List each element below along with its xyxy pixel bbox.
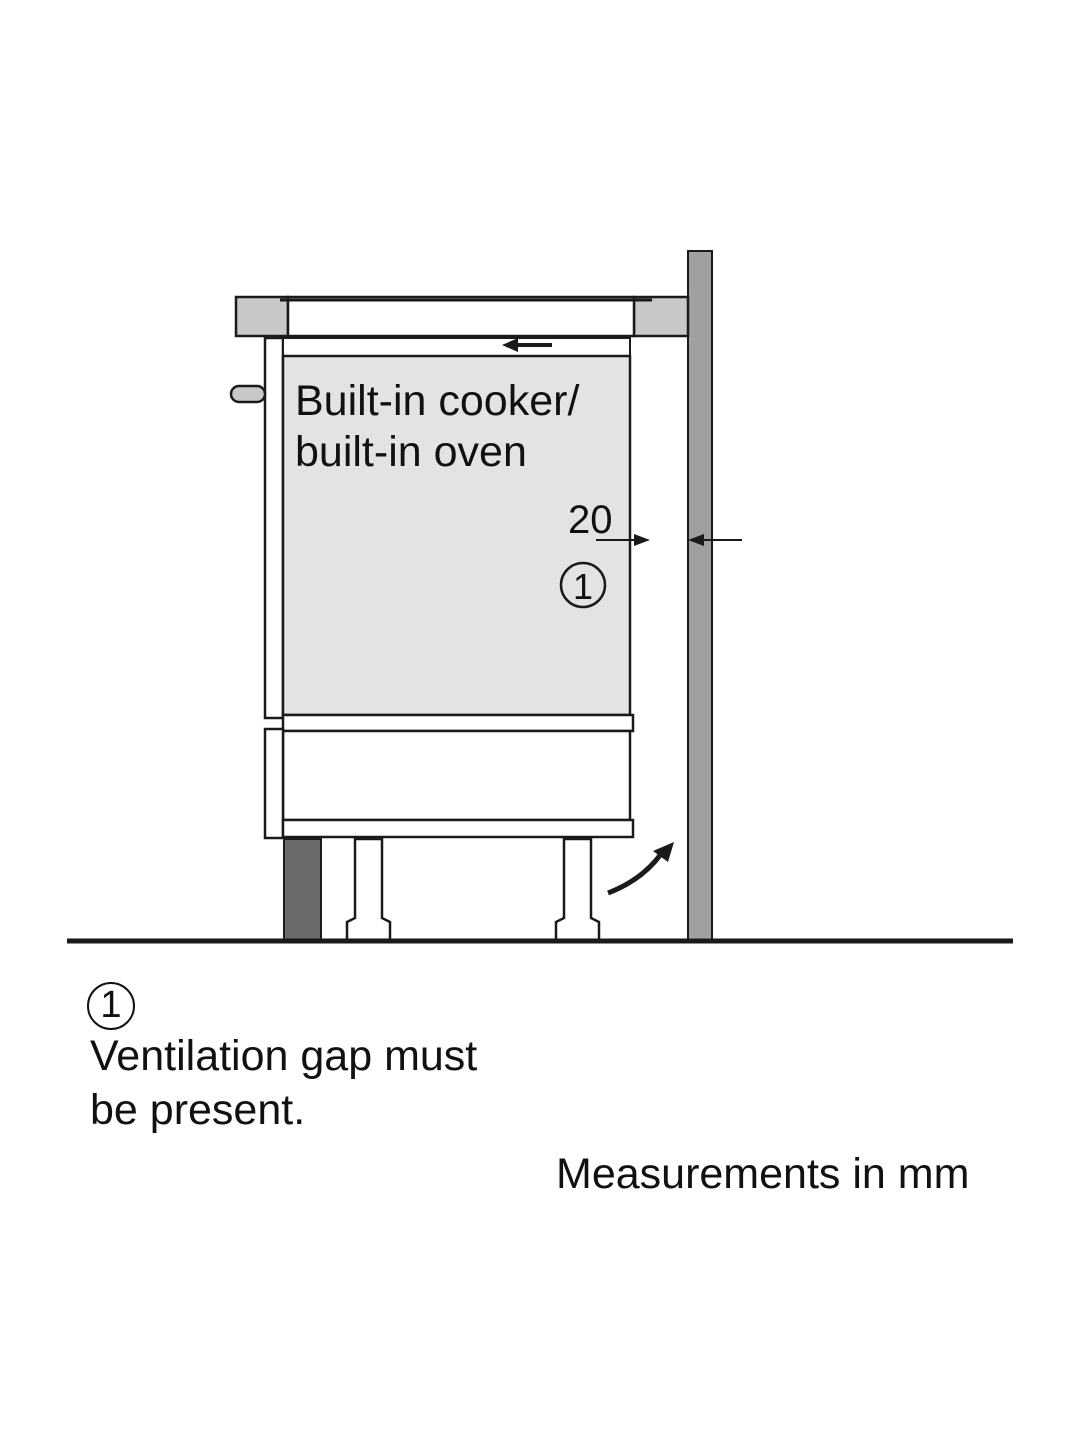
appliance-label-line2: built-in oven <box>295 428 527 476</box>
cabinet-leg-left <box>345 837 392 942</box>
lower-compartment <box>281 729 632 822</box>
side-wall <box>687 250 713 942</box>
legend-text-line1: Ventilation gap must <box>90 1032 478 1080</box>
gap-dimension-arrow-right <box>688 534 742 546</box>
airflow-arrow-curved <box>607 842 674 896</box>
appliance-knob <box>229 384 267 404</box>
plinth <box>283 838 322 942</box>
gap-dimension-value: 20 <box>568 498 613 542</box>
gap-marker-number: 1 <box>573 566 593 607</box>
units-note: Measurements in mm <box>556 1150 970 1198</box>
airflow-arrow-top <box>502 338 552 352</box>
lower-front-panel <box>263 727 285 840</box>
cabinet-shelf-lower <box>281 818 635 839</box>
cabinet-shelf-upper <box>281 713 635 733</box>
cabinet-leg-right <box>554 837 601 942</box>
gap-dimension-arrow-left <box>596 534 650 546</box>
worktop-left-edge <box>234 295 290 338</box>
worktop-right-edge <box>632 295 690 338</box>
legend-marker: 1 <box>87 982 135 1030</box>
appliance-top-strip <box>282 337 631 357</box>
legend-text-line2: be present. <box>90 1086 306 1134</box>
appliance-front-panel <box>263 336 285 720</box>
gap-marker-circle <box>559 561 607 609</box>
worktop <box>286 295 636 338</box>
appliance-label-line1: Built-in cooker/ <box>295 377 579 425</box>
